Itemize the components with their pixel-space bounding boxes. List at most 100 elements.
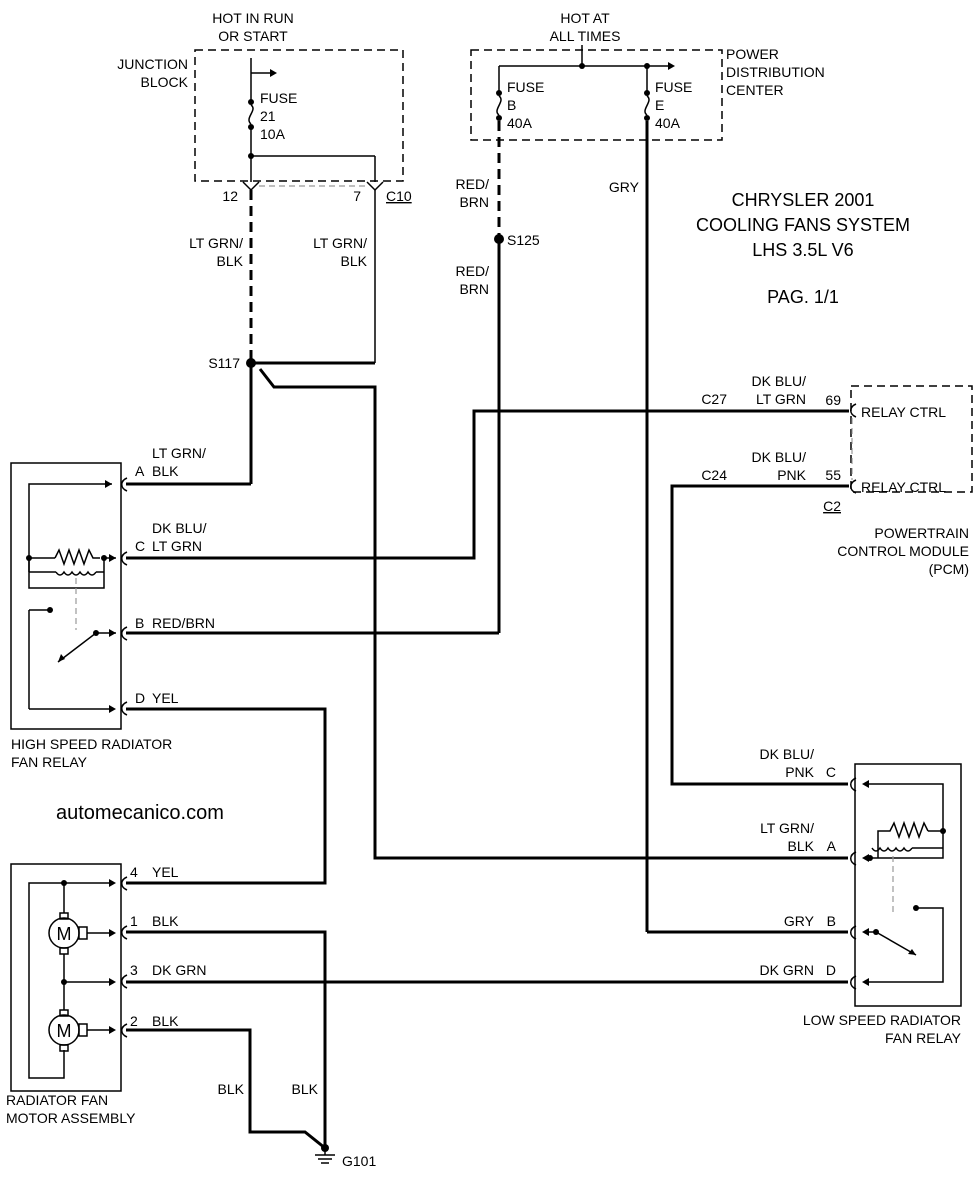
jb7-wire-line1: LT GRN/ [313, 235, 367, 251]
junction-block-outline [194, 49, 404, 182]
title-line3: LHS 3.5L V6 [752, 240, 853, 260]
pcm55-wire-line1: DK BLU/ [752, 449, 807, 465]
low-speed-fan-relay: DK BLU/ PNK C LT GRN/ BLK A GRY B DK GRN… [760, 746, 962, 1046]
yel-wire [126, 707, 327, 885]
red-brn-lower-line1: RED/ [456, 263, 490, 279]
motor-pin4-label: 4 [130, 864, 138, 880]
gry-circuit: GRY [609, 121, 848, 934]
motor-pin3-wire: DK GRN [152, 962, 206, 978]
s125-label: S125 [507, 232, 540, 248]
red-brn-lower-line2: BRN [459, 281, 489, 297]
jb-power-line2: OR START [218, 28, 288, 44]
c10-connector-label: C10 [386, 188, 412, 204]
jb12-wire-line1: LT GRN/ [189, 235, 243, 251]
low-relay-pin-a-label: A [827, 838, 837, 854]
fuse-b-rating: 40A [507, 115, 533, 131]
low-relay-pin-a-terminal-icon [850, 851, 857, 866]
low-relay-coil-icon [871, 846, 913, 852]
high-relay-pin-a-wire1: LT GRN/ [152, 445, 206, 461]
watermark: automecanico.com [56, 802, 224, 824]
pcm-name-line1: POWERTRAIN [874, 525, 969, 541]
pcm69-wire-line1: DK BLU/ [752, 373, 807, 389]
blk-wire-label-right: BLK [292, 1081, 319, 1097]
high-relay-pin-b-label: B [135, 615, 144, 631]
s117-label: S117 [208, 355, 240, 371]
high-relay-pin-c-wire2: LT GRN [152, 538, 202, 554]
motor-assembly-name-line2: MOTOR ASSEMBLY [6, 1110, 136, 1126]
gry-wire-label: GRY [609, 179, 640, 195]
motor-pin2-wire: BLK [152, 1013, 179, 1029]
blk-wire-label-left: BLK [218, 1081, 245, 1097]
fuse-21-number: 21 [260, 108, 276, 124]
high-speed-fan-relay: A LT GRN/ BLK C DK BLU/ LT GRN B RED/BRN… [10, 445, 215, 770]
c10-pin12-terminal-icon [242, 181, 260, 192]
c10-pin7-terminal-icon [366, 181, 384, 192]
high-relay-pin-d-terminal-icon [121, 701, 128, 716]
pcm-pin55-terminal-icon [850, 479, 857, 494]
low-relay-switch-icon [875, 931, 917, 956]
high-relay-name-line2: FAN RELAY [11, 754, 88, 770]
low-relay-pin-d-terminal-icon [850, 975, 857, 990]
jb-name-line1: JUNCTION [117, 56, 188, 72]
s125-splice-dot [494, 234, 504, 244]
high-relay-pin-d-label: D [135, 690, 145, 706]
pcm69-wire-line2: LT GRN [756, 391, 806, 407]
red-brn-upper-line2: BRN [459, 194, 489, 210]
c10-pin12-label: 12 [222, 188, 238, 204]
motor-pin4-terminal-icon [121, 876, 128, 891]
low-relay-pin-b-wire: GRY [784, 913, 815, 929]
power-distribution-center: HOT AT ALL TIMES POWER DISTRIBUTION CENT… [470, 10, 825, 141]
low-relay-pin-d-label: D [826, 962, 836, 978]
pdc-power-line1: HOT AT [560, 10, 610, 26]
high-relay-pin-c-wire1: DK BLU/ [152, 520, 207, 536]
junction-block: HOT IN RUN OR START JUNCTION BLOCK FUSE … [117, 10, 412, 204]
pcm55-wire-line2: PNK [777, 467, 806, 483]
g101-label: G101 [342, 1153, 376, 1169]
low-relay-outline [854, 763, 962, 1007]
motor-pin1-wire: BLK [152, 913, 179, 929]
high-relay-switch-icon [57, 632, 97, 663]
ground-g101: G101 [315, 1144, 376, 1169]
blk-wire-pin2 [126, 1028, 326, 1150]
fuse-b-label: FUSE [507, 79, 544, 95]
red-brn-upper-line1: RED/ [456, 176, 490, 192]
red-brn-circuit: S125 RED/ BRN RED/ BRN [126, 121, 540, 635]
c10-pin7-label: 7 [353, 188, 361, 204]
low-relay-pin-a-wire1: LT GRN/ [760, 820, 814, 836]
dkblu-pnk-wire [670, 484, 849, 786]
jb-power-line1: HOT IN RUN [212, 10, 293, 26]
fan-motor-1-symbol: M [57, 924, 72, 944]
motor-pin3-terminal-icon [121, 974, 128, 989]
pdc-name-line3: CENTER [726, 82, 784, 98]
title-line2: COOLING FANS SYSTEM [696, 215, 910, 235]
motor-pin2-terminal-icon [121, 1023, 128, 1038]
fuse-e-letter: E [655, 97, 664, 113]
pdc-name-line2: DISTRIBUTION [726, 64, 825, 80]
high-relay-pin-a-terminal-icon [121, 477, 128, 492]
pcm-outline [850, 385, 973, 493]
diagram-title: CHRYSLER 2001 COOLING FANS SYSTEM LHS 3.… [696, 190, 910, 307]
high-relay-pin-b-terminal-icon [121, 626, 128, 641]
pdc-power-line2: ALL TIMES [550, 28, 621, 44]
powertrain-control-module: RELAY CTRL RELAY CTRL 69 55 C2 POWERTRAI… [701, 373, 973, 577]
pdc-bus-arrow-icon [668, 62, 675, 70]
jb-name-line2: BLOCK [141, 74, 189, 90]
c27-label: C27 [701, 391, 727, 407]
ltgrn-blk-circuit: S117 LT GRN/ BLK LT GRN/ BLK [126, 190, 848, 860]
fuse-21-rating: 10A [260, 126, 286, 142]
pcm-connector-label: C2 [823, 498, 841, 514]
low-relay-name-line2: FAN RELAY [885, 1030, 962, 1046]
high-relay-pin-a-wire2: BLK [152, 463, 179, 479]
page-number: PAG. 1/1 [767, 287, 839, 307]
high-relay-pin-b-wire: RED/BRN [152, 615, 215, 631]
high-relay-name-line1: HIGH SPEED RADIATOR [11, 736, 172, 752]
low-relay-pin-a-wire2: BLK [788, 838, 815, 854]
low-relay-pin-c-label: C [826, 764, 836, 780]
title-line1: CHRYSLER 2001 [732, 190, 875, 210]
high-relay-outline [10, 462, 122, 730]
pcm-name-line3: (PCM) [929, 561, 969, 577]
low-relay-pin-b-terminal-icon [850, 925, 857, 940]
fuse-21-icon [248, 104, 254, 125]
pcm-pin69-label: 69 [825, 392, 841, 408]
